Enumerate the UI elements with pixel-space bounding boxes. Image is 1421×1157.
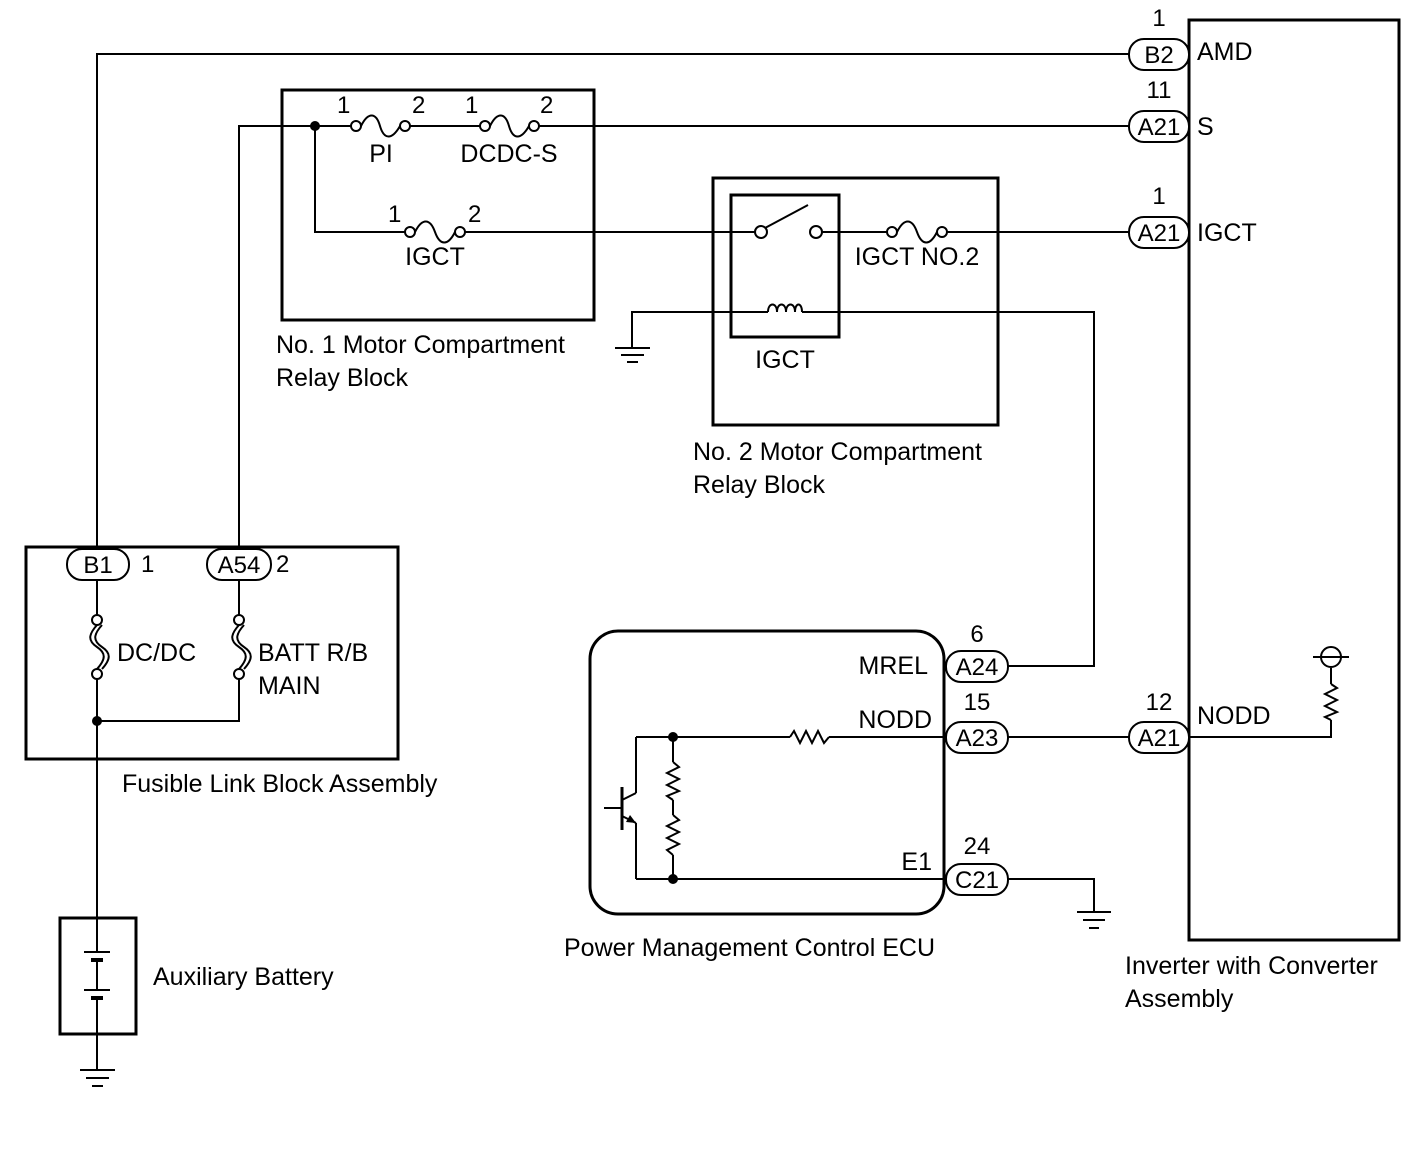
pin-number: 12 xyxy=(1146,689,1173,716)
fuse-pin-number: 2 xyxy=(412,92,425,119)
signal-label-e1: E1 xyxy=(901,848,932,876)
ground-icon-relay-coil xyxy=(615,342,650,363)
svg-text:A23: A23 xyxy=(956,725,999,752)
connector-inv-nodd: A21 xyxy=(1128,721,1190,754)
svg-text:A54: A54 xyxy=(218,552,261,579)
igct-relay-box xyxy=(729,193,841,339)
fuse-label-igct: IGCT xyxy=(405,243,465,271)
fusible-link-batt-rb-main-icon xyxy=(231,614,252,680)
pin-number: 15 xyxy=(964,689,991,716)
connector-inv-amd: B2 xyxy=(1128,38,1190,71)
wire-igct-branch xyxy=(314,126,410,233)
connector-ecu-nodd: A23 xyxy=(945,721,1009,754)
signal-label-amd: AMD xyxy=(1197,38,1253,66)
fuse-pin-number: 2 xyxy=(540,92,553,119)
relay-block-1-title: Relay Block xyxy=(276,364,408,392)
svg-text:A21: A21 xyxy=(1138,220,1181,247)
resistor-icon-ecu-nodd xyxy=(789,728,830,746)
ground-icon-battery xyxy=(80,1069,115,1087)
fuse-pin-number: 1 xyxy=(465,92,478,119)
svg-text:B2: B2 xyxy=(1144,42,1173,69)
pin-number: 1 xyxy=(141,551,154,578)
fuse-igct-no2-icon xyxy=(886,220,948,244)
resistor-icon-inverter-pullup xyxy=(1322,683,1340,721)
svg-text:A24: A24 xyxy=(956,654,999,681)
relay-block-2-title: Relay Block xyxy=(693,471,825,499)
transistor-icon xyxy=(604,787,637,830)
fusible-link-title: Fusible Link Block Assembly xyxy=(122,770,438,798)
connector-inv-s: A21 xyxy=(1128,110,1190,143)
wire-coil-ground xyxy=(631,311,768,342)
signal-label-igct: IGCT xyxy=(1197,219,1257,247)
pin-number: 6 xyxy=(970,621,983,648)
relay-coil-icon xyxy=(767,303,803,313)
ground-icon-e1 xyxy=(1077,911,1111,929)
pullup-supply-terminal-icon xyxy=(1313,646,1349,668)
junction-dot xyxy=(668,874,678,884)
battery-cell-icon xyxy=(84,951,110,1000)
resistor-icon-divider-lower xyxy=(664,814,682,856)
signal-label-ecu-nodd: NODD xyxy=(858,706,932,734)
pin-number: 1 xyxy=(1152,5,1165,32)
relay-block-2-title: No. 2 Motor Compartment xyxy=(693,438,982,466)
wire-fusible-join xyxy=(96,674,240,722)
junction-dot xyxy=(310,121,320,131)
wire-mrel xyxy=(802,311,1095,667)
svg-text:C21: C21 xyxy=(955,867,999,894)
relay-block-1-box xyxy=(280,88,596,322)
pin-number: 2 xyxy=(276,551,289,578)
signal-label-s: S xyxy=(1197,113,1214,141)
inverter-title: Assembly xyxy=(1125,985,1234,1013)
svg-text:A21: A21 xyxy=(1138,725,1181,752)
junction-dot xyxy=(668,732,678,742)
connector-fl-a54: A54 xyxy=(206,548,272,581)
ecu-box xyxy=(588,629,946,916)
connector-ecu-mrel: A24 xyxy=(945,650,1009,683)
signal-label-inv-nodd: NODD xyxy=(1197,702,1271,730)
fuse-label-pi: PI xyxy=(369,140,393,168)
fuse-label-dcdc-s: DCDC-S xyxy=(460,140,557,168)
resistor-icon-divider-upper xyxy=(664,761,682,801)
fusible-link-label-batt-line1: BATT R/B xyxy=(258,639,368,667)
inverter-box xyxy=(1187,18,1401,942)
fuse-pin-number: 1 xyxy=(388,201,401,228)
battery-title: Auxiliary Battery xyxy=(153,963,334,991)
wire-e1-ground xyxy=(1008,878,1095,912)
wire-nodd-pullup xyxy=(1189,720,1332,738)
inverter-title: Inverter with Converter xyxy=(1125,952,1378,980)
fuse-pi-icon xyxy=(350,114,411,138)
fuse-pin-number: 1 xyxy=(337,92,350,119)
fuse-igct-icon xyxy=(404,220,466,244)
relay-label-igct: IGCT xyxy=(755,346,815,374)
relay-block-1-title: No. 1 Motor Compartment xyxy=(276,331,565,359)
pin-number: 1 xyxy=(1152,183,1165,210)
fuse-pin-number: 2 xyxy=(468,201,481,228)
fusible-link-box xyxy=(24,545,400,761)
fuse-label-igct-no2: IGCT NO.2 xyxy=(855,243,980,271)
svg-text:A21: A21 xyxy=(1138,114,1181,141)
fusible-link-dcdc-icon xyxy=(89,614,110,680)
fusible-link-label-dcdc: DC/DC xyxy=(117,639,196,667)
connector-ecu-e1: C21 xyxy=(945,863,1009,896)
ecu-title: Power Management Control ECU xyxy=(564,934,935,962)
fuse-dcdc-s-icon xyxy=(479,114,540,138)
svg-text:B1: B1 xyxy=(83,552,112,579)
connector-inv-igct: A21 xyxy=(1128,216,1190,249)
pin-number: 11 xyxy=(1147,77,1172,104)
fusible-link-label-batt-line2: MAIN xyxy=(258,672,321,700)
relay-block-2-box xyxy=(711,176,1000,427)
wire-amd xyxy=(96,53,1129,547)
pin-number: 24 xyxy=(964,833,991,860)
junction-dot xyxy=(92,716,102,726)
signal-label-mrel: MREL xyxy=(859,652,929,680)
relay-switch-icon xyxy=(754,204,823,239)
connector-fl-b1: B1 xyxy=(66,548,130,581)
